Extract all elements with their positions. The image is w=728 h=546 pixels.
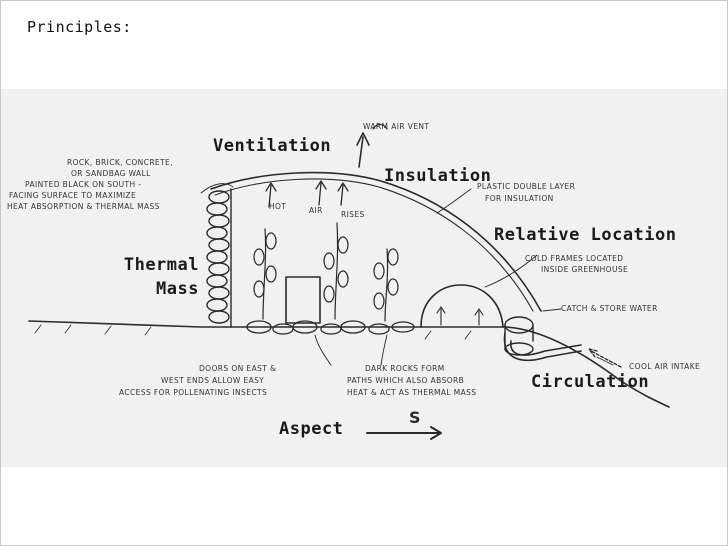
label-relative-location: Relative Location [494,225,677,245]
label-ventilation: Ventilation [213,136,332,156]
air-intake-arrow [588,348,622,368]
note-rock-wall-4: FACING SURFACE TO MAXIMIZE [9,191,136,200]
label-thermal: Thermal [123,255,199,275]
note-rock-wall-5: HEAT ABSORPTION & THERMAL MASS [7,202,160,211]
greenhouse-cross-section-drawing: WARM AIR VENT ROCK, BRICK, CONCRETE, OR … [7,122,700,440]
slide-title: Principles: [27,18,132,36]
plants [253,222,399,322]
air-intake-pipe [503,332,582,361]
note-cold-frames-1: COLD FRAMES LOCATED [525,254,623,263]
compass-arrow [366,426,442,440]
roof-inner-layer [214,178,534,312]
label-mass: Mass [156,279,199,299]
note-hot: HOT [269,202,286,211]
note-rock-wall-3: PAINTED BLACK ON SOUTH - [25,180,141,189]
water-barrel [504,316,534,356]
cold-frame [420,284,504,328]
warm-air-vent [356,132,370,168]
note-warm-air-vent: WARM AIR VENT [363,122,429,131]
label-insulation: Insulation [384,166,492,186]
door [285,276,321,324]
note-rises: RISES [341,210,365,219]
note-rock-wall-1: ROCK, BRICK, CONCRETE, [67,158,173,167]
note-cool-air: COOL AIR INTAKE [629,362,700,371]
note-air: AIR [309,206,323,215]
note-doors-2: WEST ENDS ALLOW EASY [161,376,264,385]
warm-air-vent-arrow [372,123,388,130]
greenhouse-sketch: WARM AIR VENT ROCK, BRICK, CONCRETE, OR … [1,89,727,467]
rock-wall [206,188,232,328]
note-rocks-2: PATHS WHICH ALSO ABSORB [347,376,464,385]
note-plastic-1: PLASTIC DOUBLE LAYER [477,182,575,191]
floor-rocks [246,320,415,335]
cold-frame-plant [436,306,484,326]
ground-hatch [34,324,472,340]
label-circulation: Circulation [531,372,650,392]
label-aspect: Aspect [279,419,344,439]
compass-south-letter: S [409,408,421,427]
note-doors-3: ACCESS FOR POLLENATING INSECTS [119,388,267,397]
note-rock-wall-2: OR SANDBAG WALL [71,169,151,178]
roof-glazing [210,171,542,312]
handwritten-notes: WARM AIR VENT ROCK, BRICK, CONCRETE, OR … [7,122,700,427]
note-doors-1: DOORS ON EAST & [199,364,276,373]
hot-air-arrows [265,180,349,208]
note-cold-frames-2: INSIDE GREENHOUSE [541,265,628,274]
note-rocks-3: HEAT & ACT AS THERMAL MASS [347,388,476,397]
note-rocks-1: DARK ROCKS FORM [365,364,445,373]
note-catch-water: CATCH & STORE WATER [561,304,658,313]
leader-lines [200,183,614,366]
note-plastic-2: FOR INSULATION [485,194,554,203]
